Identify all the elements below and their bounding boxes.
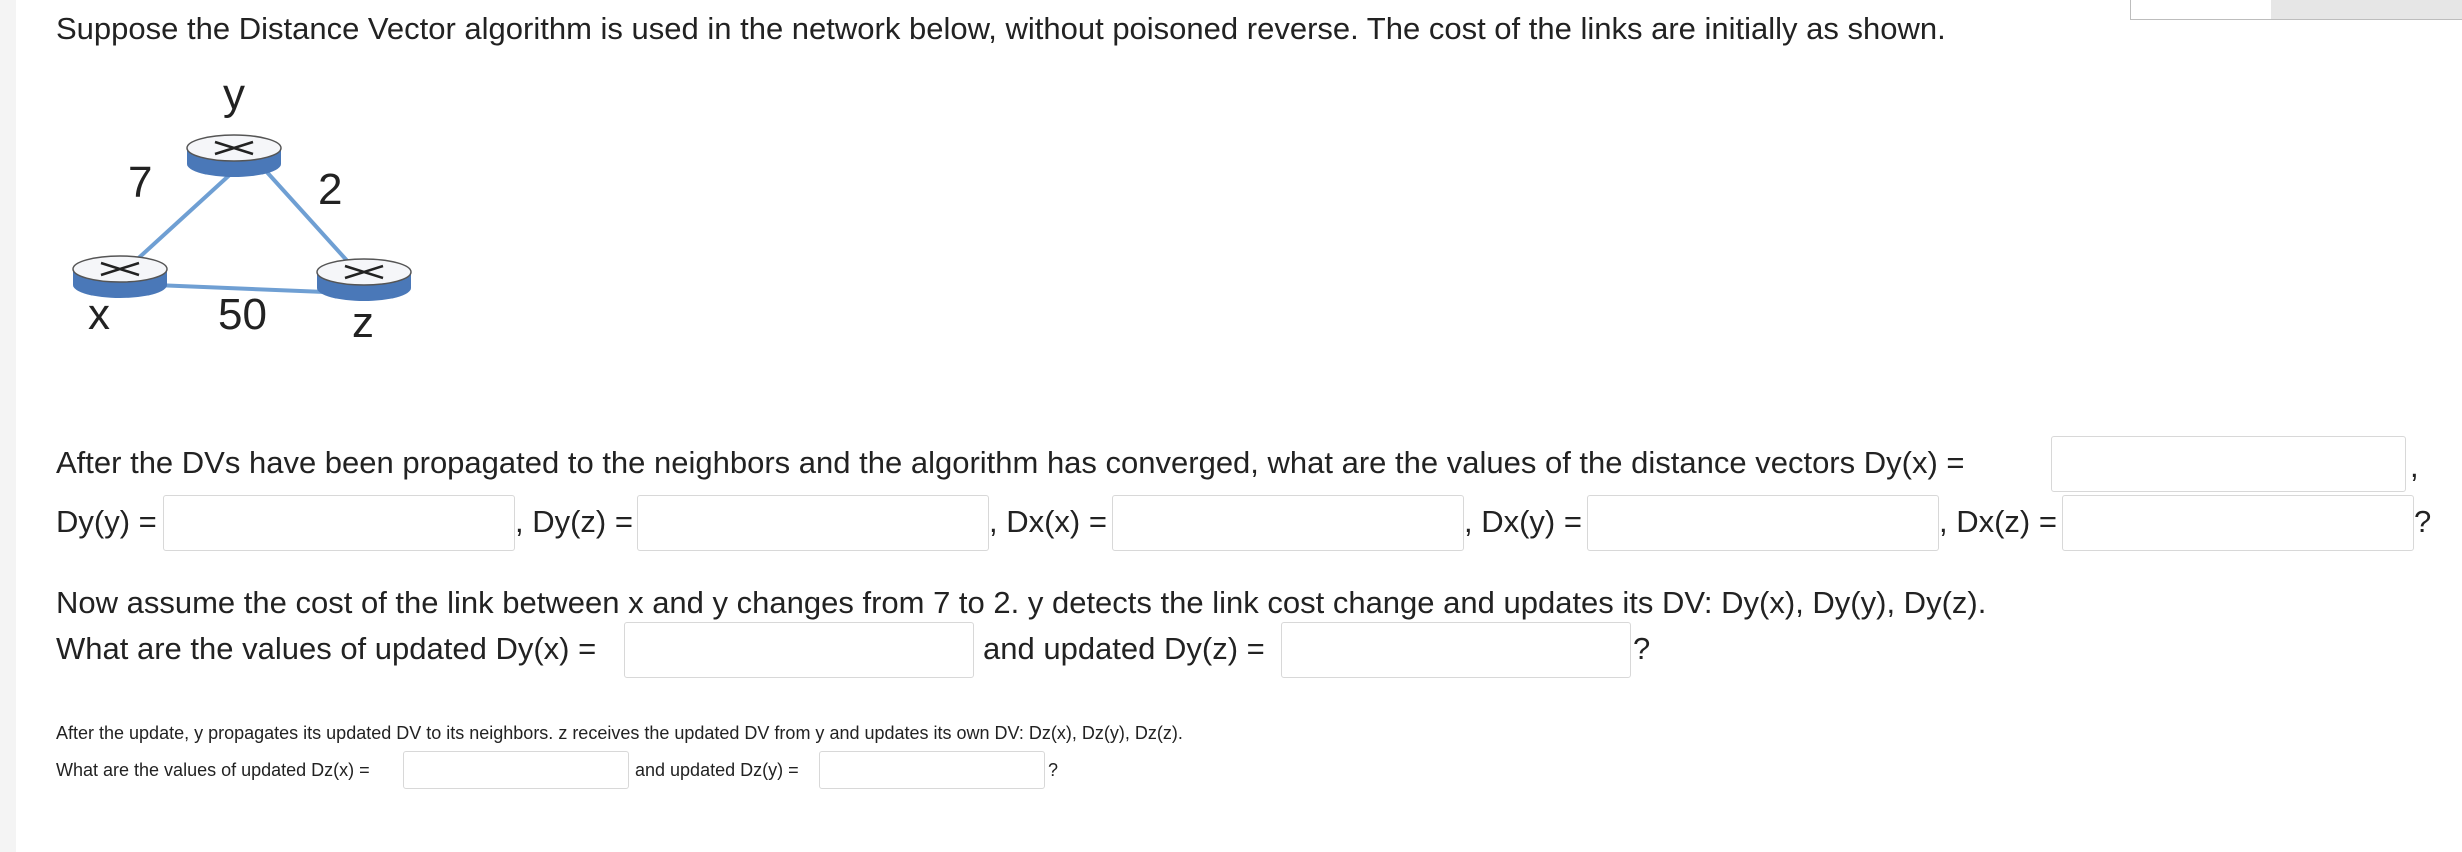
- dy-z-input[interactable]: [637, 495, 989, 551]
- left-margin-bar: [0, 0, 16, 852]
- cost-xz-label: 50: [218, 290, 267, 339]
- part3-line2-prefix: What are the values of updated Dz(x) =: [56, 760, 370, 780]
- dx-z-label: , Dx(z) =: [1939, 504, 2057, 539]
- node-x-label: x: [88, 290, 110, 339]
- part1-comma: ,: [2410, 449, 2419, 484]
- dy-y-input[interactable]: [163, 495, 515, 551]
- dx-x-input[interactable]: [1112, 495, 1464, 551]
- cost-yz-label: 2: [318, 165, 343, 214]
- intro-text: Suppose the Distance Vector algorithm is…: [56, 11, 1946, 46]
- router-x-icon: [72, 255, 168, 298]
- cost-xy-label: 7: [128, 158, 153, 207]
- dy-x-input[interactable]: [2051, 436, 2406, 492]
- dx-z-input[interactable]: [2062, 495, 2414, 551]
- updated-dz-x-input[interactable]: [403, 751, 629, 789]
- part3-end: ?: [1048, 760, 1059, 780]
- link-x-z: [154, 283, 326, 294]
- dy-y-label: Dy(y) =: [56, 504, 157, 539]
- node-z-label: z: [352, 298, 374, 347]
- updated-dy-x-input[interactable]: [624, 622, 974, 678]
- network-diagram: y x z 7 2 50: [60, 70, 440, 360]
- link-y-z: [263, 168, 362, 277]
- updated-dz-y-input[interactable]: [819, 751, 1045, 789]
- part1-question-text: After the DVs have been propagated to th…: [56, 445, 1965, 480]
- updated-dy-z-input[interactable]: [1281, 622, 1631, 678]
- router-y-icon: [186, 134, 282, 177]
- dx-y-label: , Dx(y) =: [1464, 504, 1582, 539]
- dy-z-label: , Dy(z) =: [515, 504, 633, 539]
- part1-end: ?: [2414, 504, 2432, 539]
- network-links: [72, 134, 412, 301]
- router-z-icon: [316, 258, 412, 301]
- part3-line1: After the update, y propagates its updat…: [56, 723, 1183, 743]
- dx-x-label: , Dx(x) =: [989, 504, 1107, 539]
- part3-line2-mid: and updated Dz(y) =: [635, 760, 799, 780]
- node-y-label: y: [223, 70, 245, 119]
- dx-y-input[interactable]: [1587, 495, 1939, 551]
- top-right-field[interactable]: [2130, 0, 2462, 20]
- part2-end: ?: [1633, 631, 1651, 666]
- part2-line2-mid: and updated Dy(z) =: [983, 631, 1265, 666]
- part2-line2-prefix: What are the values of updated Dy(x) =: [56, 631, 597, 666]
- part2-line1: Now assume the cost of the link between …: [56, 585, 1987, 620]
